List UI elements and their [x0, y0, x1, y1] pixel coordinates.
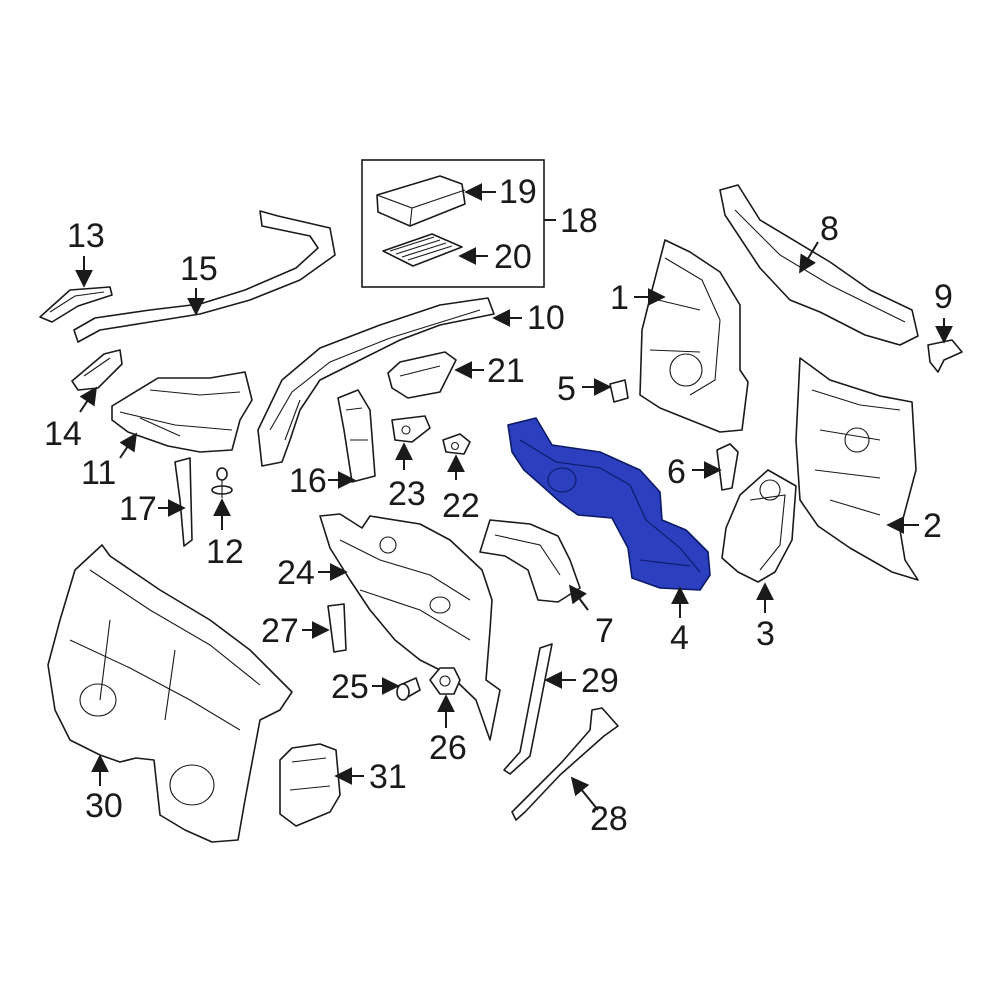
part-26[interactable] [429, 667, 461, 695]
leader-11 [119, 432, 137, 459]
part-27[interactable] [327, 603, 347, 653]
part-29[interactable] [503, 643, 553, 775]
part-19[interactable] [376, 175, 466, 227]
callout-5[interactable]: 5 [557, 370, 576, 408]
part-18-group-box [361, 159, 545, 288]
callout-28[interactable]: 28 [590, 800, 628, 838]
part-3[interactable] [721, 469, 797, 583]
part-12[interactable] [211, 467, 233, 498]
leader-8 [799, 241, 819, 274]
callout-13[interactable]: 13 [67, 217, 105, 255]
part-4-highlighted[interactable] [507, 417, 711, 591]
callout-10[interactable]: 10 [527, 299, 565, 337]
leader-14 [79, 386, 97, 413]
part-10[interactable] [257, 297, 495, 467]
callout-8[interactable]: 8 [820, 210, 839, 248]
leader-28 [570, 776, 599, 811]
part-16[interactable] [337, 389, 376, 483]
callout-9[interactable]: 9 [934, 278, 953, 316]
callout-12[interactable]: 12 [206, 533, 244, 571]
callout-18[interactable]: 18 [560, 202, 598, 240]
callout-21[interactable]: 21 [487, 352, 525, 390]
callout-7[interactable]: 7 [595, 612, 614, 650]
leader-7 [568, 584, 589, 611]
callout-22[interactable]: 22 [442, 487, 480, 525]
callout-17[interactable]: 17 [119, 490, 157, 528]
part-15[interactable] [73, 210, 336, 343]
part-30[interactable] [47, 544, 293, 843]
callout-6[interactable]: 6 [667, 453, 686, 491]
callout-14[interactable]: 14 [44, 415, 82, 453]
callout-29[interactable]: 29 [581, 662, 619, 700]
part-1[interactable] [639, 239, 749, 433]
callout-19[interactable]: 19 [499, 173, 537, 211]
part-8[interactable] [719, 184, 919, 346]
callout-25[interactable]: 25 [331, 668, 369, 706]
callout-3[interactable]: 3 [756, 615, 775, 653]
callout-11[interactable]: 11 [81, 454, 117, 492]
callout-20[interactable]: 20 [494, 238, 532, 276]
part-23[interactable] [391, 415, 431, 443]
part-31[interactable] [279, 743, 341, 827]
part-24[interactable] [319, 513, 501, 741]
callout-26[interactable]: 26 [429, 729, 467, 767]
part-5[interactable] [609, 379, 629, 403]
part-6[interactable] [716, 443, 739, 491]
callout-4[interactable]: 4 [670, 619, 689, 657]
part-9[interactable] [927, 339, 963, 373]
callout-31[interactable]: 31 [369, 758, 407, 796]
callout-27[interactable]: 27 [261, 612, 299, 650]
part-28[interactable] [511, 707, 619, 821]
callout-23[interactable]: 23 [388, 475, 426, 513]
part-21[interactable] [387, 351, 457, 399]
callout-2[interactable]: 2 [923, 507, 942, 545]
part-2[interactable] [795, 357, 919, 581]
callout-16[interactable]: 16 [289, 462, 327, 500]
part-13[interactable] [39, 286, 113, 323]
callout-15[interactable]: 15 [180, 250, 218, 288]
part-25[interactable] [396, 677, 421, 701]
callout-30[interactable]: 30 [85, 787, 123, 825]
part-7[interactable] [479, 519, 581, 603]
part-17[interactable] [174, 457, 193, 547]
part-22[interactable] [442, 433, 471, 455]
part-11[interactable] [111, 371, 253, 453]
part-14[interactable] [71, 349, 123, 391]
part-20[interactable] [382, 233, 463, 267]
callout-1[interactable]: 1 [610, 279, 629, 317]
callout-24[interactable]: 24 [277, 554, 315, 592]
